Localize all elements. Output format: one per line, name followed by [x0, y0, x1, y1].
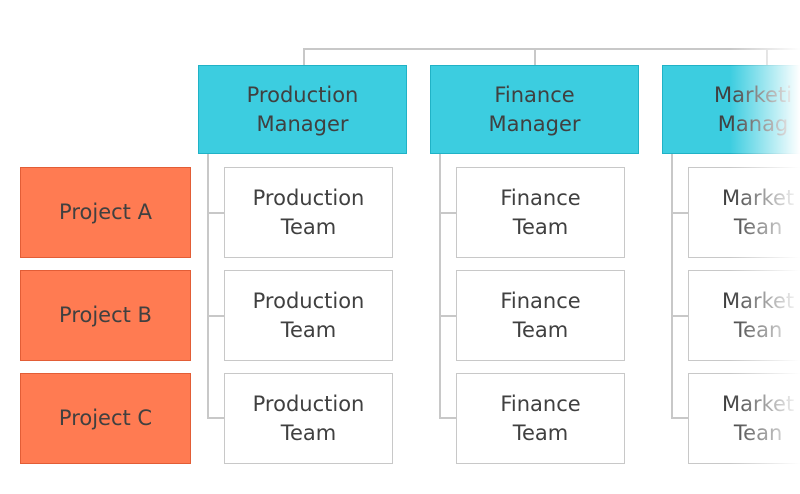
manager-connector-2 [534, 48, 536, 65]
marketing-team-box-2: Market Tean [688, 270, 800, 361]
finance-branch-1 [439, 212, 457, 214]
marketing-vertical-line [671, 154, 673, 418]
project-c-box: Project C [20, 373, 191, 464]
top-connector-line [303, 48, 800, 50]
marketing-manager-box: Marketi Manag [662, 65, 800, 154]
finance-branch-2 [439, 315, 457, 317]
production-manager-box: Production Manager [198, 65, 407, 154]
finance-vertical-line [439, 154, 441, 418]
production-vertical-line [207, 154, 209, 418]
marketing-branch-1 [671, 212, 689, 214]
project-a-box: Project A [20, 167, 191, 258]
project-b-box: Project B [20, 270, 191, 361]
marketing-team-box-3: Market Tean [688, 373, 800, 464]
marketing-branch-2 [671, 315, 689, 317]
manager-connector-3 [766, 48, 768, 65]
finance-team-box-1: Finance Team [456, 167, 625, 258]
marketing-team-box-1: Market Tean [688, 167, 800, 258]
finance-manager-box: Finance Manager [430, 65, 639, 154]
production-team-box-1: Production Team [224, 167, 393, 258]
manager-connector-1 [303, 48, 305, 65]
production-branch-2 [207, 315, 225, 317]
production-team-box-3: Production Team [224, 373, 393, 464]
finance-branch-3 [439, 417, 457, 419]
production-branch-1 [207, 212, 225, 214]
production-branch-3 [207, 417, 225, 419]
production-team-box-2: Production Team [224, 270, 393, 361]
finance-team-box-2: Finance Team [456, 270, 625, 361]
finance-team-box-3: Finance Team [456, 373, 625, 464]
marketing-branch-3 [671, 417, 689, 419]
